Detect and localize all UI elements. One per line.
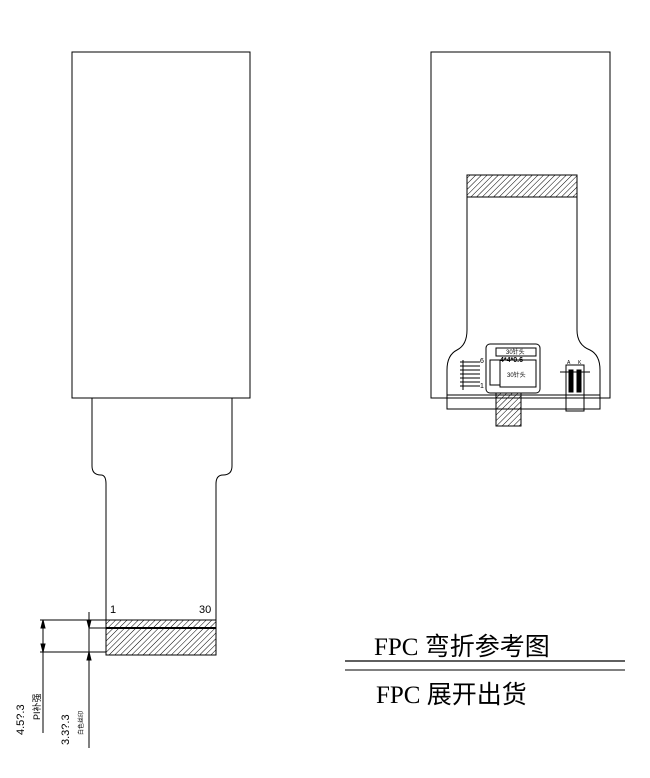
chip-label: 30针头: [507, 373, 526, 379]
chip-size-label: 4*4*0.6: [500, 357, 523, 364]
silk-dimension: 3.3?.3: [60, 714, 72, 745]
silk-label: 白色丝印: [79, 710, 85, 735]
pin-1-right-label: 1: [480, 383, 484, 390]
title-unfolded-shipping: FPC 展开出货: [376, 682, 527, 709]
pi-dimension: 4.5?.3: [15, 704, 27, 735]
cathode-label: K: [578, 360, 582, 366]
dimension-lines: [40, 612, 106, 748]
anode-label: A: [567, 360, 571, 366]
pin-30-label: 30: [199, 604, 212, 616]
left-display-panel: [71, 51, 251, 399]
title-bent-reference: FPC 弯折参考图: [374, 634, 550, 661]
chip-top-label: 30针头: [506, 350, 525, 356]
pi-stiffener-hatch: [105, 619, 217, 656]
connector-tail-hatch: [495, 392, 522, 427]
backlight-connector: [560, 364, 590, 412]
pi-label: PI补强: [32, 693, 42, 720]
fpc-bottom-strip: [446, 394, 601, 410]
left-fpc-outline: [91, 398, 233, 656]
pin-6-label: 6: [480, 358, 484, 365]
pin-1-label: 1: [110, 604, 117, 616]
side-pins: [460, 360, 480, 390]
fpc-gold-fingers: [466, 174, 578, 198]
